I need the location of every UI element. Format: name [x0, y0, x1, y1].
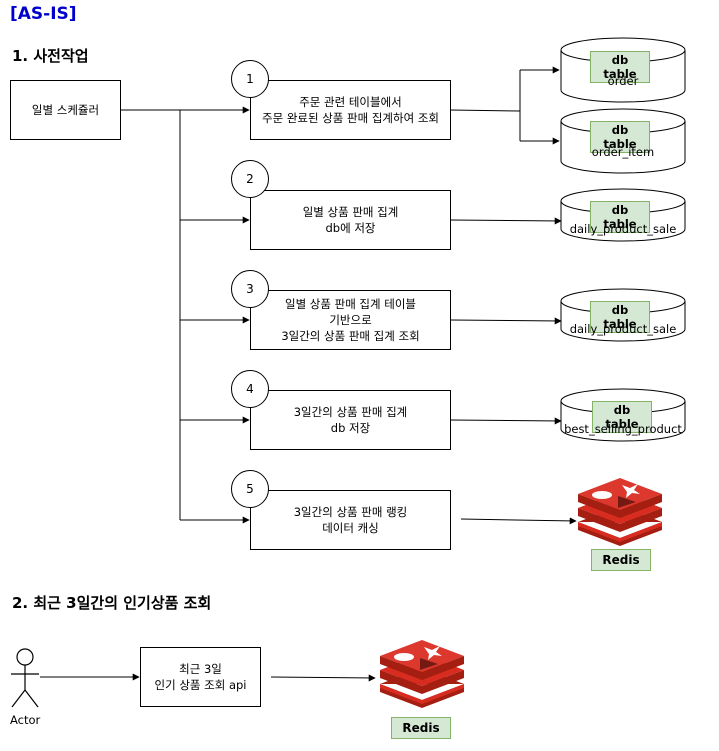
actor-label: Actor: [10, 713, 41, 727]
step-3-badge: 3: [231, 270, 269, 308]
db-table-tag: db table: [590, 201, 650, 233]
redis-logo-icon-2: [380, 640, 464, 708]
scheduler-box: 일별 스케쥴러: [10, 80, 121, 140]
step-2-badge: 2: [231, 160, 269, 198]
step-5-badge: 5: [231, 470, 269, 508]
table-name-daily-product-sale-1: daily_product_sale: [569, 222, 677, 236]
table-name-daily-product-sale-2: daily_product_sale: [569, 322, 677, 336]
table-name-order-item: order_item: [591, 145, 655, 159]
db-table-tag: db table: [592, 401, 652, 433]
redis-label: Redis: [591, 549, 651, 571]
step-2-box: 일별 상품 판매 집계 db에 저장: [250, 190, 451, 250]
section-2-title: 2. 최근 3일간의 인기상품 조회: [12, 594, 212, 612]
db-table-tag: db table: [590, 121, 650, 153]
table-name-best-selling-product: best_selling_product: [564, 422, 682, 436]
step-4-badge: 4: [231, 370, 269, 408]
redis-logo-icon: [578, 478, 662, 546]
page-header: [AS-IS]: [10, 4, 77, 24]
actor-figure: [11, 648, 39, 708]
popular-products-api-box: 최근 3일 인기 상품 조회 api: [140, 647, 261, 707]
section-1-title: 1. 사전작업: [12, 47, 89, 65]
table-name-order: order: [607, 74, 639, 88]
step-1-box: 주문 관련 테이블에서 주문 완료된 상품 판매 집계하여 조회: [250, 80, 451, 140]
db-table-tag: db table: [590, 51, 650, 83]
redis-label-2: Redis: [391, 717, 451, 739]
step-5-box: 3일간의 상품 판매 랭킹 데이터 캐싱: [250, 490, 451, 550]
step-3-box: 일별 상품 판매 집계 테이블 기반으로 3일간의 상품 판매 집계 조회: [250, 290, 451, 350]
step-1-badge: 1: [231, 60, 269, 98]
db-table-tag: db table: [590, 301, 650, 333]
step-4-box: 3일간의 상품 판매 집계 db 저장: [250, 390, 451, 450]
